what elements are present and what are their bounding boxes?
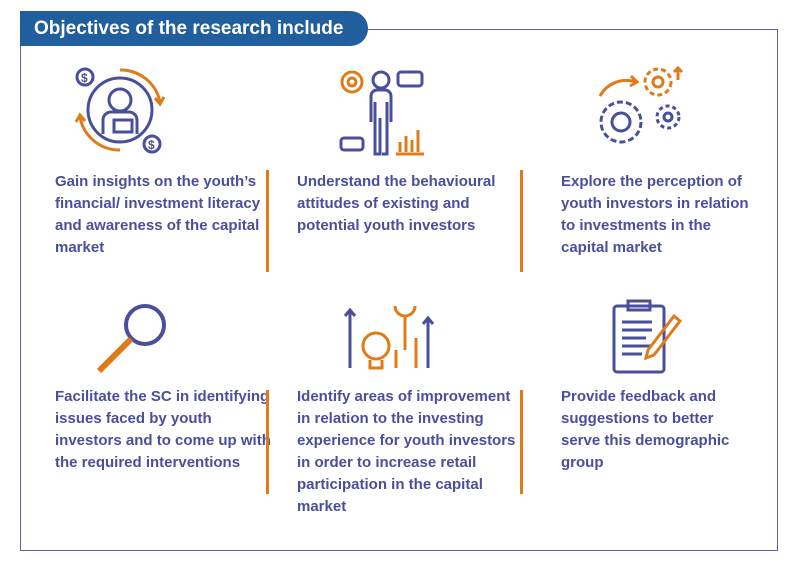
objective-text: Understand the behavioural attitudes of … — [297, 173, 496, 234]
objective-text: Gain insights on the youth’s financial/ … — [55, 173, 261, 256]
content-frame — [20, 29, 778, 551]
divider — [266, 390, 269, 494]
svg-text:$: $ — [81, 71, 88, 85]
lightbulb-tools-growth-icon — [343, 305, 435, 370]
objective-text: Provide feedback and suggestions to bett… — [561, 388, 730, 471]
objective-text: Facilitate the SC in identifying issues … — [55, 388, 271, 471]
divider — [520, 390, 523, 494]
section-title: Objectives of the research include — [20, 11, 368, 46]
person-analytics-icon — [339, 70, 424, 156]
magnifier-icon — [96, 304, 166, 374]
objective-text: Explore the perception of youth investor… — [561, 173, 749, 256]
gears-icon — [598, 65, 684, 144]
clipboard-pen-icon — [612, 299, 683, 374]
divider — [520, 170, 523, 272]
objective-text: Identify areas of improvement in relatio… — [297, 388, 516, 515]
divider — [266, 170, 269, 272]
investor-cycle-icon: $ $ — [74, 67, 166, 154]
svg-text:$: $ — [148, 138, 155, 152]
